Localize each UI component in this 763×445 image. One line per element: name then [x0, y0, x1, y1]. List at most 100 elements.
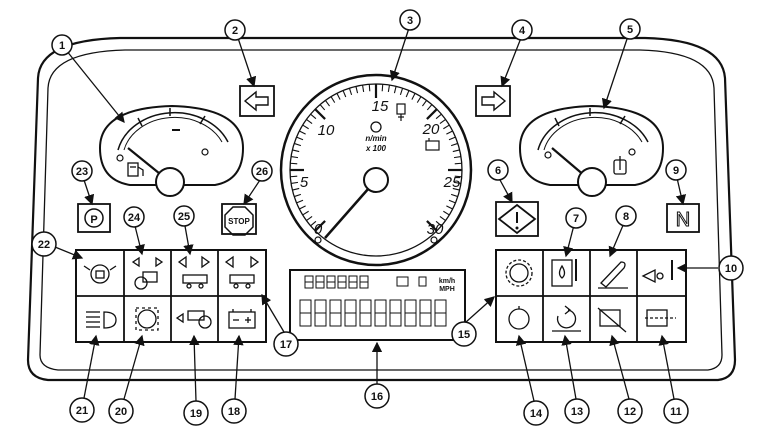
parking-brake-icon [84, 208, 104, 228]
tacho-tick [314, 108, 326, 120]
fuel-gauge [98, 104, 245, 197]
lcd-digit [374, 299, 387, 327]
callout-24: 24 [123, 206, 145, 228]
stop-sign-icon [224, 206, 254, 236]
stop-lamp: STOP [221, 203, 257, 236]
callout-7: 7 [565, 207, 587, 229]
tacho-tick [426, 108, 438, 120]
tacho-tick [435, 113, 442, 120]
tacho-tick [362, 84, 365, 93]
tacho-label-20: 20 [422, 121, 440, 138]
tacho-tick [292, 149, 300, 153]
tacho-tick [342, 90, 347, 98]
tacho-tick [314, 220, 326, 232]
tachometer-scale [290, 84, 462, 232]
lcd-gear-icon [396, 276, 409, 287]
callout-18: 18 [221, 398, 247, 424]
callout-13: 13 [564, 398, 590, 424]
callout-10: 10 [718, 255, 744, 281]
tacho-tick [310, 113, 317, 120]
svg-text:23: 23 [76, 166, 88, 178]
glow-plug-icon [396, 103, 406, 121]
right-lamp-panel [495, 249, 687, 343]
neutral-lamp: N [666, 203, 700, 233]
lcd-digit [359, 275, 369, 289]
lcd-hourglass-icon [418, 276, 427, 287]
tacho-tick [454, 175, 462, 178]
tacho-tick [355, 86, 359, 94]
tacho-tick [421, 100, 427, 107]
tacho-tick [443, 124, 450, 130]
tacho-tick [405, 90, 410, 98]
svg-text:24: 24 [128, 212, 141, 224]
tacho-tick [446, 130, 453, 135]
lcd-digit [326, 275, 336, 289]
headlight-icon [86, 311, 117, 329]
tacho-tick [439, 119, 446, 125]
tacho-tick [387, 84, 390, 93]
tacho-tick [399, 88, 404, 96]
tacho-tick [294, 193, 302, 198]
cluster-housing [26, 36, 737, 382]
callout-3: 3 [399, 9, 421, 31]
arrow-left-icon [243, 90, 269, 112]
tacho-tick [452, 149, 460, 153]
tacho-tick [294, 142, 302, 147]
tacho-tick [302, 210, 309, 216]
tacho-tick [299, 205, 306, 210]
tacho-tick [426, 220, 438, 232]
callout-20: 20 [108, 398, 134, 424]
differential-lock-icon [645, 309, 676, 327]
lcd-digit [389, 299, 402, 327]
tacho-tick [453, 181, 462, 184]
oil-level-icon [551, 259, 577, 287]
coolant-temperature-icon [613, 156, 627, 175]
leader-lines [54, 27, 718, 402]
engine-oil-pressure-icon [508, 306, 530, 330]
svg-text:18: 18 [228, 406, 240, 418]
left-lamp-panel [75, 249, 267, 343]
tacho-tick [411, 93, 416, 100]
lcd-digit [404, 299, 417, 327]
lcd-digit [304, 275, 314, 289]
tacho-tick [310, 220, 317, 227]
neutral-text: N [676, 209, 690, 231]
callout-1: 1 [51, 34, 73, 56]
callout-26: 26 [251, 160, 273, 182]
callout-6: 6 [487, 159, 509, 181]
lcd-digit [348, 275, 358, 289]
tacho-label-25: 25 [443, 174, 461, 191]
tacho-tick [393, 86, 397, 94]
svg-text:15: 15 [458, 329, 470, 341]
svg-text:14: 14 [530, 408, 543, 420]
lcd-digits-top [304, 275, 369, 289]
tachometer: 0 5 10 15 20 25 30 n/min x 100 [279, 73, 473, 267]
callout-19: 19 [183, 400, 209, 426]
svg-text:12: 12 [624, 406, 636, 418]
lcd-display: km/h MPH [289, 269, 466, 341]
gear-icon [505, 259, 533, 287]
callouts: 1 2 3 4 5 6 7 8 9 10 11 12 13 14 15 16 1… [31, 9, 744, 426]
tacho-tick [448, 136, 456, 141]
tacho-label-10: 10 [318, 122, 335, 139]
svg-text:16: 16 [371, 391, 383, 403]
lcd-digit [299, 299, 312, 327]
svg-text:22: 22 [38, 239, 50, 251]
engine-warning-icon [425, 138, 440, 151]
svg-text:13: 13 [571, 406, 583, 418]
callout-12: 12 [617, 398, 643, 424]
lcd-digits-bottom [299, 299, 447, 327]
tacho-unit-label: n/min [365, 134, 386, 143]
svg-text:7: 7 [573, 213, 579, 225]
trailer-2-turn-icon [224, 255, 260, 289]
tacho-tick [290, 162, 298, 165]
tacho-tick [296, 199, 304, 204]
lcd-digit [419, 299, 432, 327]
tacho-tick [435, 220, 442, 227]
differential-lock-off-icon [597, 307, 627, 333]
tacho-tick [290, 175, 298, 178]
tacho-label-5: 5 [300, 174, 309, 191]
tacho-tick [299, 130, 306, 135]
tacho-tick [452, 187, 460, 191]
tacho-tick [450, 142, 458, 147]
